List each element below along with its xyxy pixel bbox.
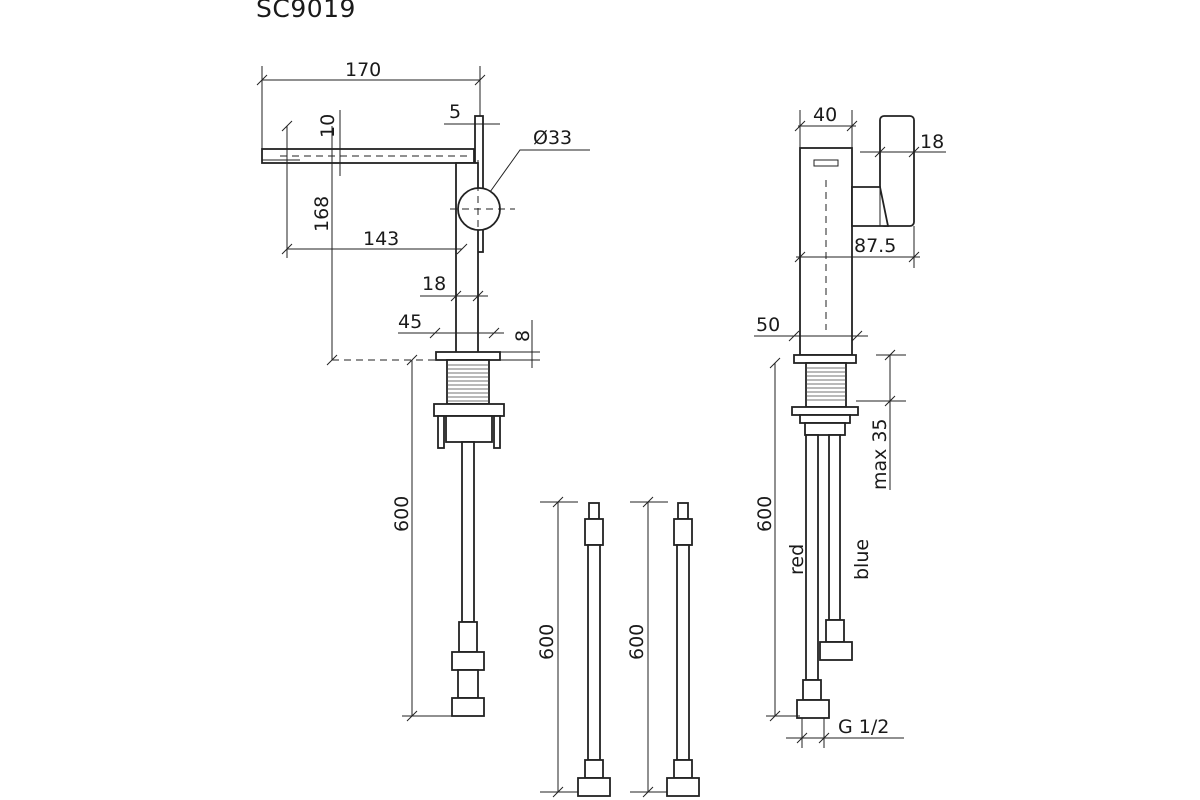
dim-5: 5 [449,101,461,123]
hose-connector [457,669,479,699]
front-body [799,147,853,356]
hose-left [587,544,601,761]
blue-hose-nut [819,641,853,661]
dim-600-front: 600 [754,496,776,532]
stud-right [493,415,501,449]
dim-diameter-33: Ø33 [533,127,572,149]
lever-mount [851,186,890,227]
mounting-plate [433,403,505,417]
blue-hose [828,434,841,621]
dim-max-35: max 35 [869,418,891,490]
side-view: 170 5 10 Ø33 168 143 [256,59,590,722]
hose-right-nut [666,777,700,797]
front-mounting-washer [799,414,851,424]
hose-right-tip [677,502,689,520]
dim-168: 168 [311,196,333,232]
hose-pair: 600 600 [536,496,700,798]
side-hose [461,441,475,623]
front-shank-threads [806,367,846,401]
shank-threads [447,364,489,402]
red-hose-nut [796,699,830,719]
hose-left-ferrule [584,759,604,779]
stud-left [437,415,445,449]
dim-40: 40 [813,104,837,126]
dim-600-hose-left: 600 [536,624,558,660]
label-red: red [786,544,808,575]
hose-right-ferrule [673,759,693,779]
dim-18-side: 18 [422,273,446,295]
front-lever [879,115,915,227]
dim-600-side: 600 [391,496,413,532]
red-hose-ferrule [802,679,822,701]
dim-143: 143 [363,228,399,250]
mounting-nut [445,415,493,443]
base-plate [435,351,501,361]
hose-nut-lower [451,697,485,717]
hose-right-fitting [673,518,693,546]
hose-right [676,544,690,761]
hose-ferrule [458,621,478,653]
model-title: SC9019 [256,0,356,23]
dim-87-5: 87.5 [854,235,896,257]
blue-hose-ferrule [825,619,845,643]
dim-18-front: 18 [920,131,944,153]
aerator [813,159,839,167]
dim-45: 45 [398,311,422,333]
dim-g-half: G 1/2 [838,716,889,738]
dim-170: 170 [345,59,381,81]
hose-left-fitting [584,518,604,546]
dim-10: 10 [317,114,339,138]
label-blue: blue [851,539,873,580]
dim-50: 50 [756,314,780,336]
front-mounting-plate [791,406,859,416]
hose-left-tip [588,502,600,520]
front-mounting-nut [804,422,846,436]
dim-600-hose-right: 600 [626,624,648,660]
front-base-plate [793,354,857,364]
hose-left-nut [577,777,611,797]
hose-nut-upper [451,651,485,671]
dim-8: 8 [512,330,534,342]
front-view: 40 18 87.5 50 [754,104,946,748]
